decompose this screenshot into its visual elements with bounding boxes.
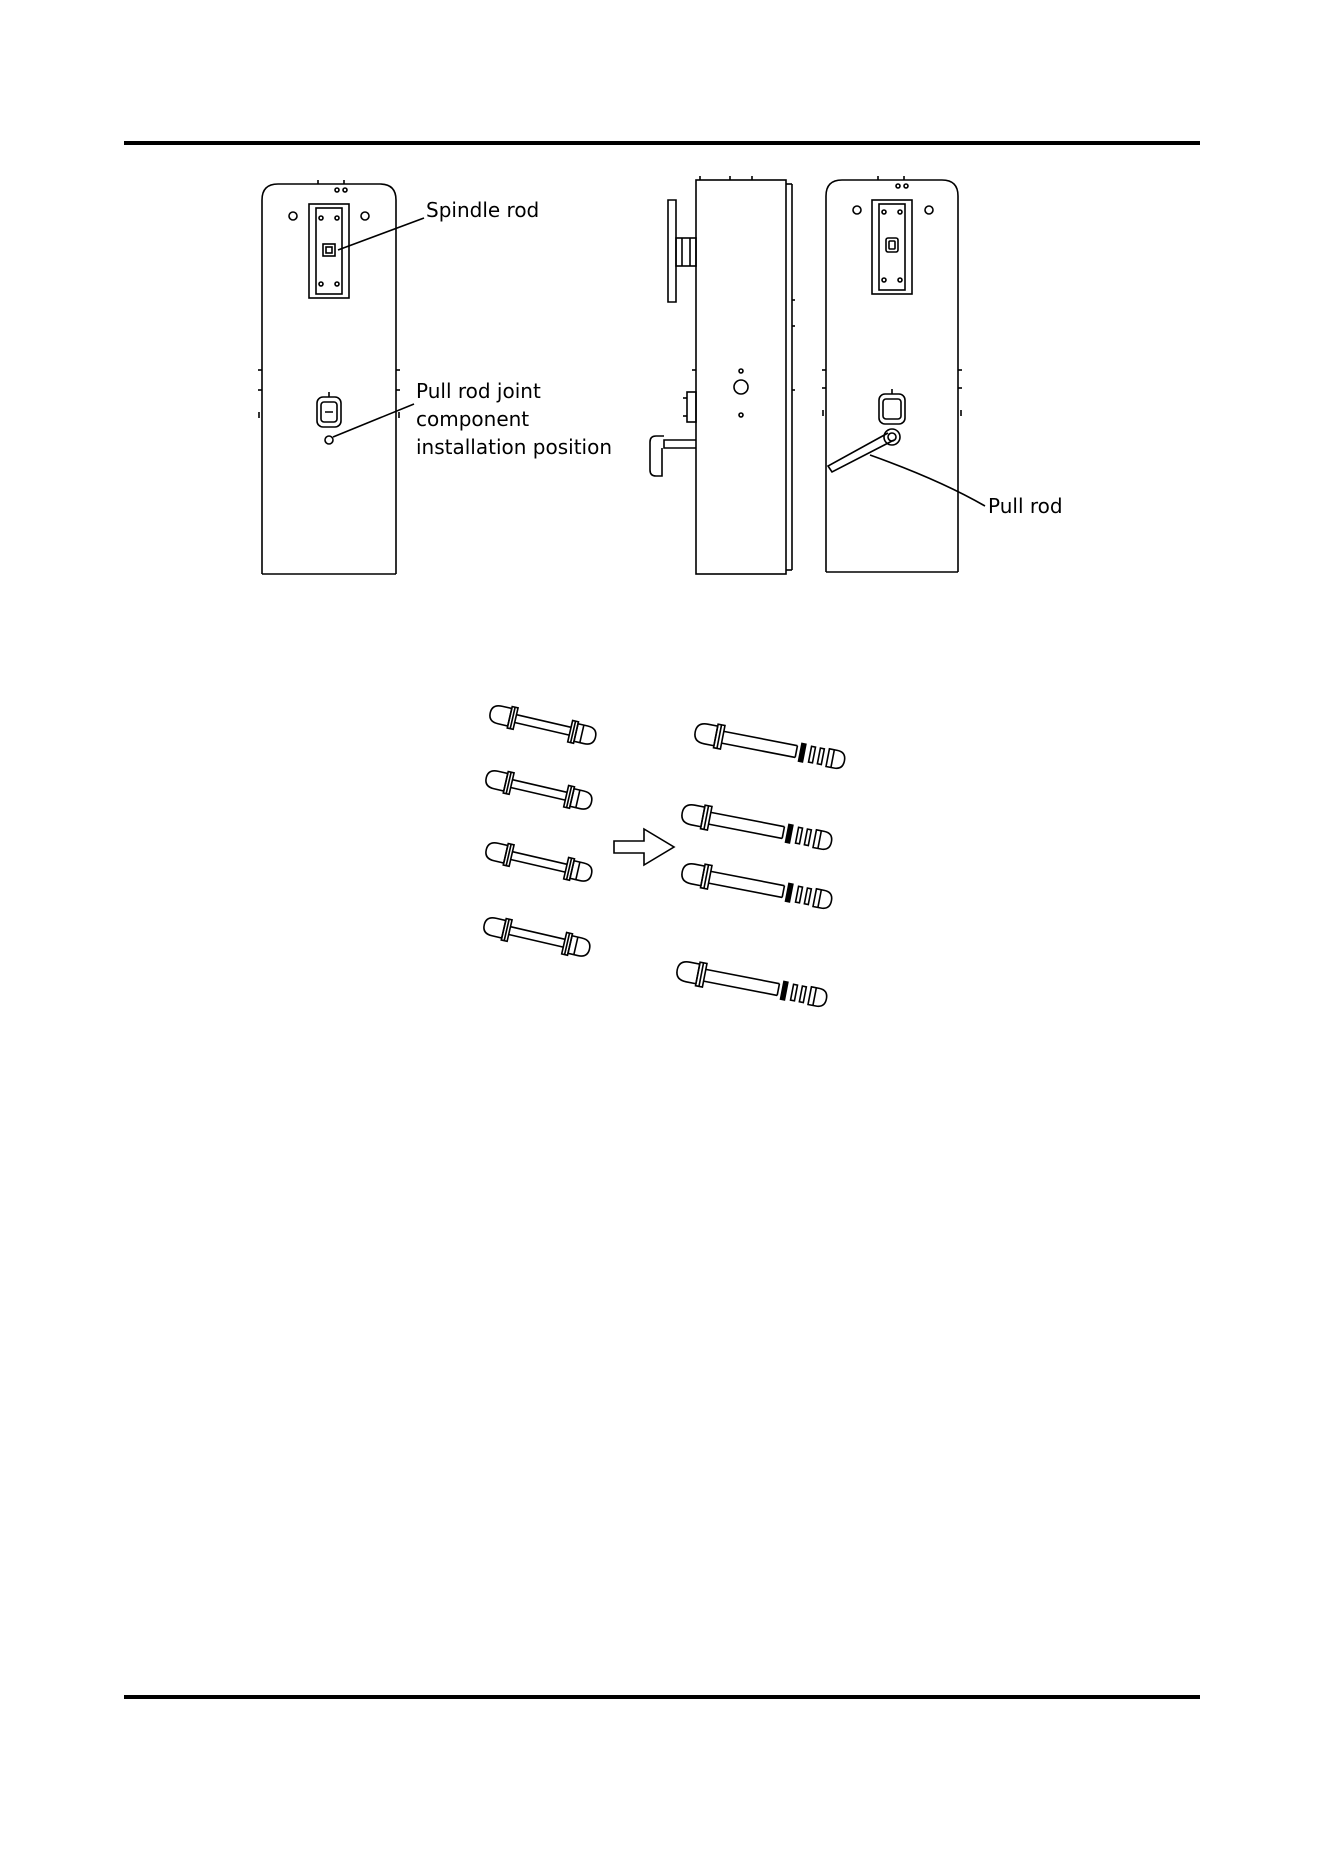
rod-assembled-2 bbox=[484, 767, 594, 813]
rod-exploded-1 bbox=[693, 720, 847, 773]
rod-assembled-4 bbox=[482, 914, 592, 960]
rod-assembled-3 bbox=[484, 839, 594, 885]
rods-exploded-group bbox=[675, 720, 847, 1011]
rod-exploded-4 bbox=[675, 958, 829, 1011]
rod-assembled-1 bbox=[488, 702, 598, 748]
footer-rule bbox=[124, 1695, 1200, 1699]
arrow-right-icon bbox=[614, 829, 674, 865]
rod-exploded-3 bbox=[680, 860, 834, 913]
rod-exploded-2 bbox=[680, 801, 834, 854]
rods-assembled-group bbox=[482, 702, 598, 960]
rod-disassembly-drawing bbox=[0, 0, 1324, 1100]
